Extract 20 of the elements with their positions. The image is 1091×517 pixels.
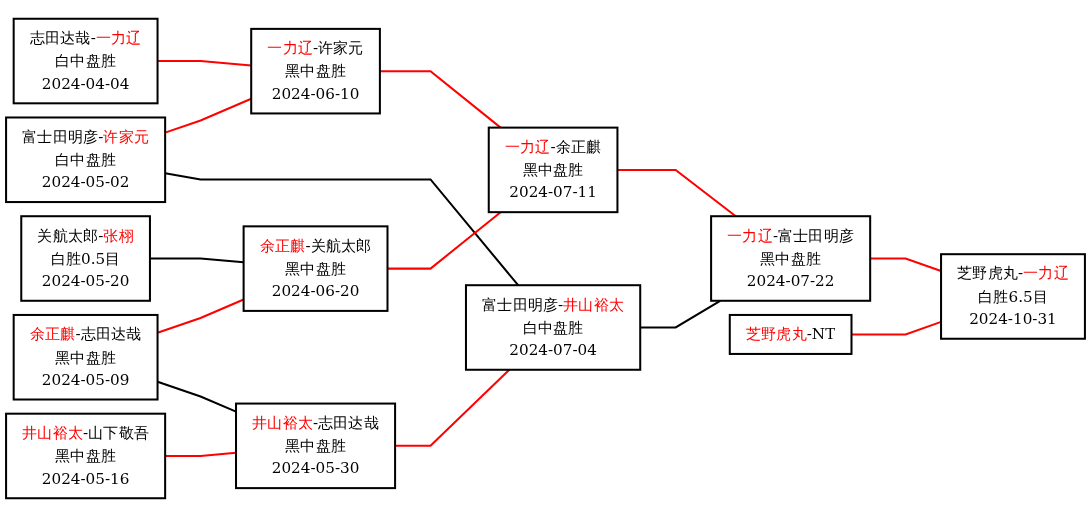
node-box xyxy=(464,284,642,371)
node-box xyxy=(728,313,853,355)
connector xyxy=(157,60,252,67)
node-box xyxy=(20,215,151,302)
node-box xyxy=(242,225,389,312)
node-box xyxy=(12,17,159,105)
node-box xyxy=(235,402,397,490)
node-box xyxy=(5,116,167,204)
connector xyxy=(851,320,942,336)
connector xyxy=(870,257,942,272)
node-box xyxy=(940,253,1086,340)
connector xyxy=(395,369,510,447)
node-box xyxy=(710,215,872,302)
node-box xyxy=(12,313,159,401)
connector xyxy=(157,380,237,413)
connector xyxy=(165,451,237,457)
connector xyxy=(149,257,244,264)
node-box xyxy=(250,27,381,115)
node-box xyxy=(5,412,167,500)
node-box xyxy=(487,126,619,214)
